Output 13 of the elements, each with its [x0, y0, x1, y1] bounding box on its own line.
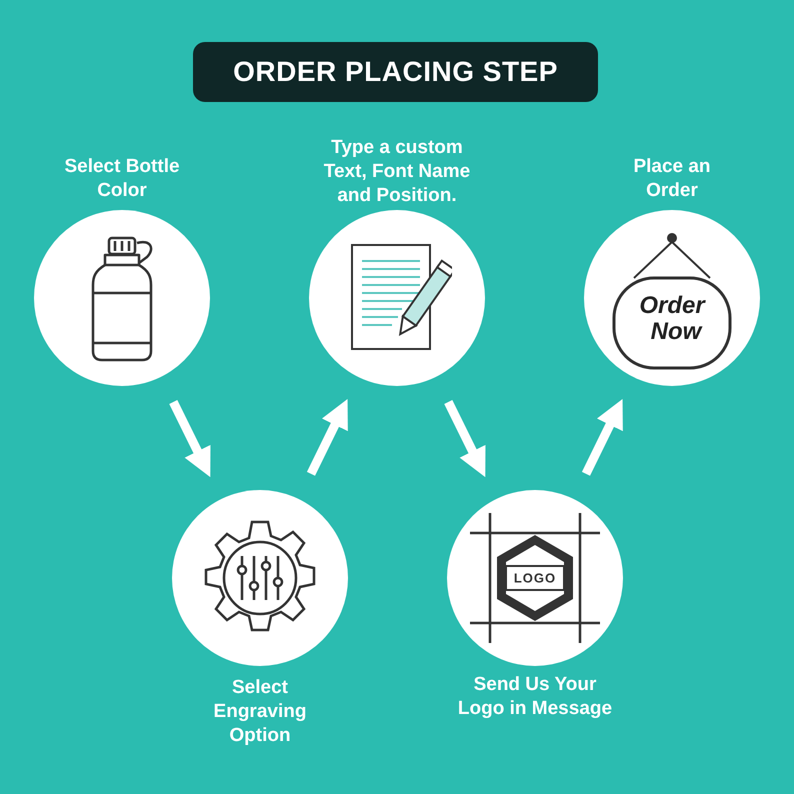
step-label: Select Bottle Color	[63, 155, 181, 203]
step-label: Place an Order	[632, 155, 712, 203]
arrow	[169, 400, 210, 478]
arrow	[582, 399, 623, 476]
sign-text: Order	[639, 292, 705, 320]
arrow	[306, 399, 348, 476]
step-label: Type a custom Text, Font Name and Position.	[322, 136, 472, 208]
title-banner: ORDER PLACING STEP	[193, 42, 598, 102]
sign-text: LOGO	[514, 570, 556, 586]
step-label: Send Us Your Logo in Message	[456, 673, 614, 721]
arrow	[444, 400, 486, 478]
sign-text: Now	[650, 318, 702, 346]
step-label: Select Engraving Option	[212, 676, 308, 748]
